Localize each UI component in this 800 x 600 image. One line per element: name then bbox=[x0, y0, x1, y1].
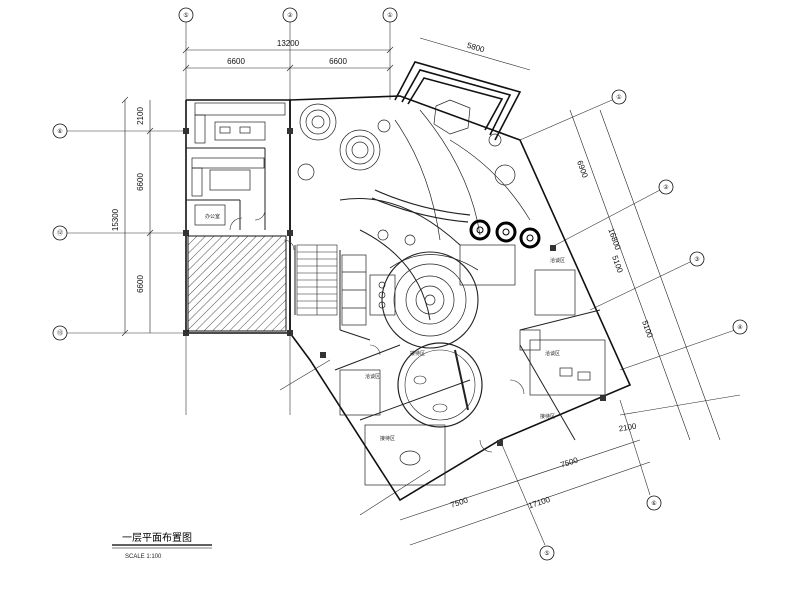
room-label-6: 接待区 bbox=[540, 413, 555, 420]
axis-label-top-1: ⑤ bbox=[183, 12, 188, 19]
reception-area bbox=[297, 99, 531, 246]
central-rotunda bbox=[381, 251, 479, 349]
axis-label-right-4: ④ bbox=[737, 324, 742, 331]
axis-label-top-2: ② bbox=[287, 12, 293, 19]
dim-top-total: 13200 bbox=[277, 39, 300, 48]
axis-label-bottom-2: ⑤ bbox=[544, 550, 549, 557]
room-label-1: 办公室 bbox=[205, 213, 220, 220]
axis-labels: ⑤ ② ① ⑥ ⑫ ⑬ ① ② ③ ④ ⑥ ⑤ bbox=[57, 12, 743, 557]
drawing-title: 一层平面布置图 bbox=[122, 532, 192, 544]
axis-label-left-2: ⑫ bbox=[57, 229, 63, 237]
dim-top-left: 6600 bbox=[227, 57, 245, 66]
room-label-4: 洽谈区 bbox=[545, 350, 560, 357]
axis-bubbles bbox=[52, 7, 748, 561]
axis-label-bottom-1: ⑥ bbox=[651, 500, 656, 507]
axis-label-right-2: ② bbox=[663, 184, 669, 191]
axis-label-left-1: ⑥ bbox=[57, 128, 62, 135]
dim-bottom-total: 17100 bbox=[527, 495, 551, 511]
dim-left-a: 2100 bbox=[136, 107, 145, 125]
axis-label-left-3: ⑬ bbox=[57, 329, 63, 337]
drawing-title-block: 一层平面布置图 SCALE 1:100 bbox=[112, 532, 212, 560]
dim-bottom-a: 7500 bbox=[449, 495, 469, 509]
room-labels: 办公室 接待区 洽谈区 洽谈区 洽谈区 接待区 接待区 bbox=[205, 213, 565, 442]
display-rings bbox=[469, 219, 541, 249]
dim-right-d: 2100 bbox=[618, 421, 638, 433]
dim-left-b: 6600 bbox=[136, 173, 145, 191]
axis-label-right-1: ① bbox=[616, 94, 621, 101]
columns bbox=[183, 128, 606, 446]
room-label-3: 洽谈区 bbox=[550, 257, 565, 264]
dim-top-right: 6600 bbox=[329, 57, 347, 66]
dim-bottom-b: 7500 bbox=[559, 455, 579, 469]
axis-label-top-3: ① bbox=[387, 12, 392, 19]
hatched-zone bbox=[187, 235, 287, 332]
door-swings bbox=[229, 209, 525, 453]
room-label-2: 接待区 bbox=[410, 350, 425, 357]
room-label-5: 洽谈区 bbox=[365, 373, 380, 380]
room-label-7: 接待区 bbox=[380, 435, 395, 442]
restroom bbox=[341, 254, 396, 326]
dim-left-c: 6600 bbox=[136, 275, 145, 293]
grid-lines bbox=[60, 22, 736, 546]
dimension-lines bbox=[121, 37, 741, 546]
dim-right-b: 5100 bbox=[610, 254, 625, 274]
dim-left-total: 15300 bbox=[111, 208, 120, 231]
drawing-scale: SCALE 1:100 bbox=[125, 554, 162, 560]
dim-right-total: 16800 bbox=[606, 227, 622, 252]
furniture bbox=[191, 102, 606, 486]
interior-walls bbox=[186, 147, 601, 441]
staircase bbox=[296, 244, 338, 316]
axis-label-right-3: ③ bbox=[694, 256, 699, 263]
meeting-rotunda bbox=[397, 342, 483, 428]
dim-right-c: 5100 bbox=[640, 319, 655, 339]
dim-right-a: 6900 bbox=[575, 159, 590, 179]
